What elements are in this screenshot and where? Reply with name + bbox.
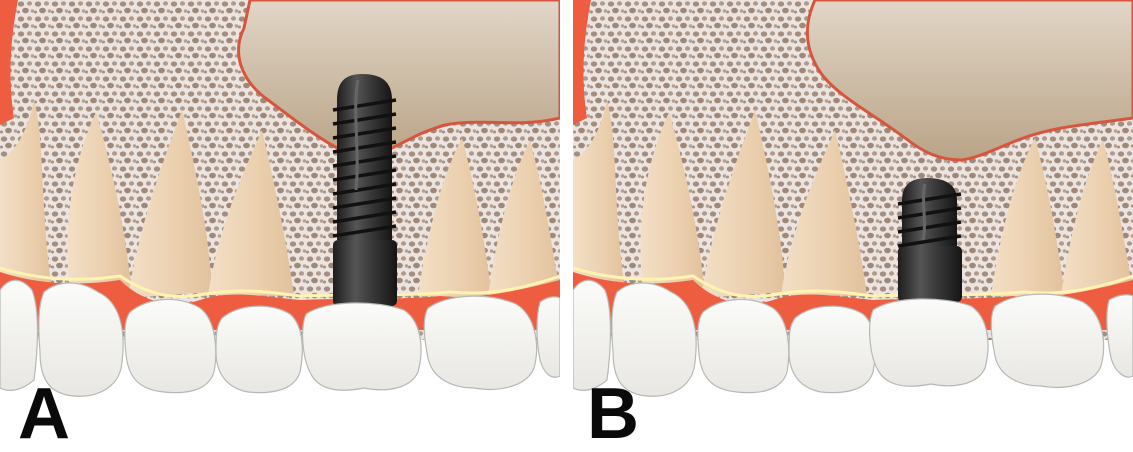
implant-collar	[898, 246, 962, 302]
panel-a-long-implant: A	[0, 0, 560, 452]
panel-b-short-implant: B	[573, 0, 1133, 452]
implant-collar	[333, 240, 397, 306]
short-implant	[898, 178, 962, 302]
panel-label-a: A	[18, 378, 70, 450]
panel-label-b: B	[587, 378, 639, 450]
panel-b-illustration	[573, 0, 1133, 452]
panel-a-illustration	[0, 0, 560, 452]
long-implant	[333, 74, 397, 306]
